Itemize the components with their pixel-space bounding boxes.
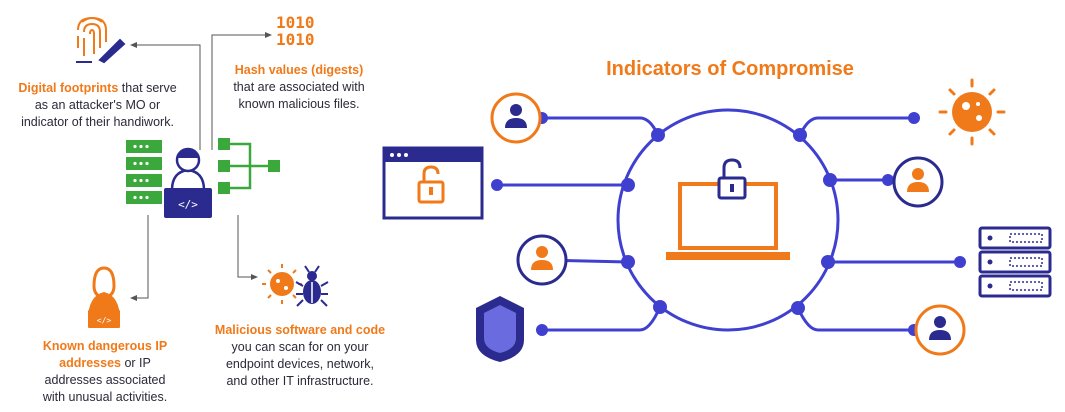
caption-hash-line3: known malicious files. [238,97,360,111]
svg-text:</>: </> [178,198,198,211]
person-icon [892,156,944,208]
ioc-wires [497,108,960,332]
lock-icon [717,158,747,200]
browser-window-icon [382,146,484,220]
server-icon [978,226,1052,298]
binary-icon: 1010 1010 [276,14,315,48]
caption-footprints-line2: as an attacker's MO or [34,98,161,112]
hacker-icon: </> [88,266,120,328]
caption-hash: Hash values (digests) that are associate… [214,62,384,113]
svg-text:</>: </> [97,316,112,325]
caption-ip-highlight-1: Known dangerous IP [42,339,168,353]
virus-icon [938,78,1006,146]
binary-line-2: 1010 [276,30,315,49]
caption-ip-rest: or IP [120,356,151,370]
ioc-nodes [491,112,966,336]
bug-icon [295,265,329,307]
binary-line-1: 1010 [276,13,315,32]
caption-malware-line3: endpoint devices, network, [225,357,374,371]
fingerprint-icon [76,16,126,64]
caption-footprints: Digital footprints that serve as an atta… [0,80,195,131]
caption-malware-line4: and other IT infrastructure. [226,374,374,388]
caption-ip-highlight-2: addresses [59,356,121,370]
diagram-title: Indicators of Compromise [606,58,854,80]
person-icon [516,234,568,286]
caption-hash-line2: that are associated with [233,80,365,94]
shield-icon [476,296,524,362]
server-icon [126,140,162,204]
caption-ip: Known dangerous IP addresses or IP addre… [30,338,180,406]
caption-malware-highlight: Malicious software and code [214,323,386,337]
caption-malware-line2: you can scan for on your [231,340,369,354]
caption-footprints-line3: indicator of their handiwork. [21,115,174,129]
hacker-icon: </> [164,147,212,218]
person-icon [914,304,966,356]
caption-footprints-rest: that serve [118,81,177,95]
caption-ip-line4: with unusual activities. [42,390,168,404]
caption-hash-highlight: Hash values (digests) [234,63,364,77]
caption-ip-line3: addresses associated [44,373,166,387]
left-connectors [130,32,272,301]
virus-icon [262,264,302,304]
network-icon [218,138,280,194]
caption-footprints-highlight: Digital footprints [18,81,119,95]
caption-malware: Malicious software and code you can scan… [200,322,400,390]
person-icon [490,92,542,144]
